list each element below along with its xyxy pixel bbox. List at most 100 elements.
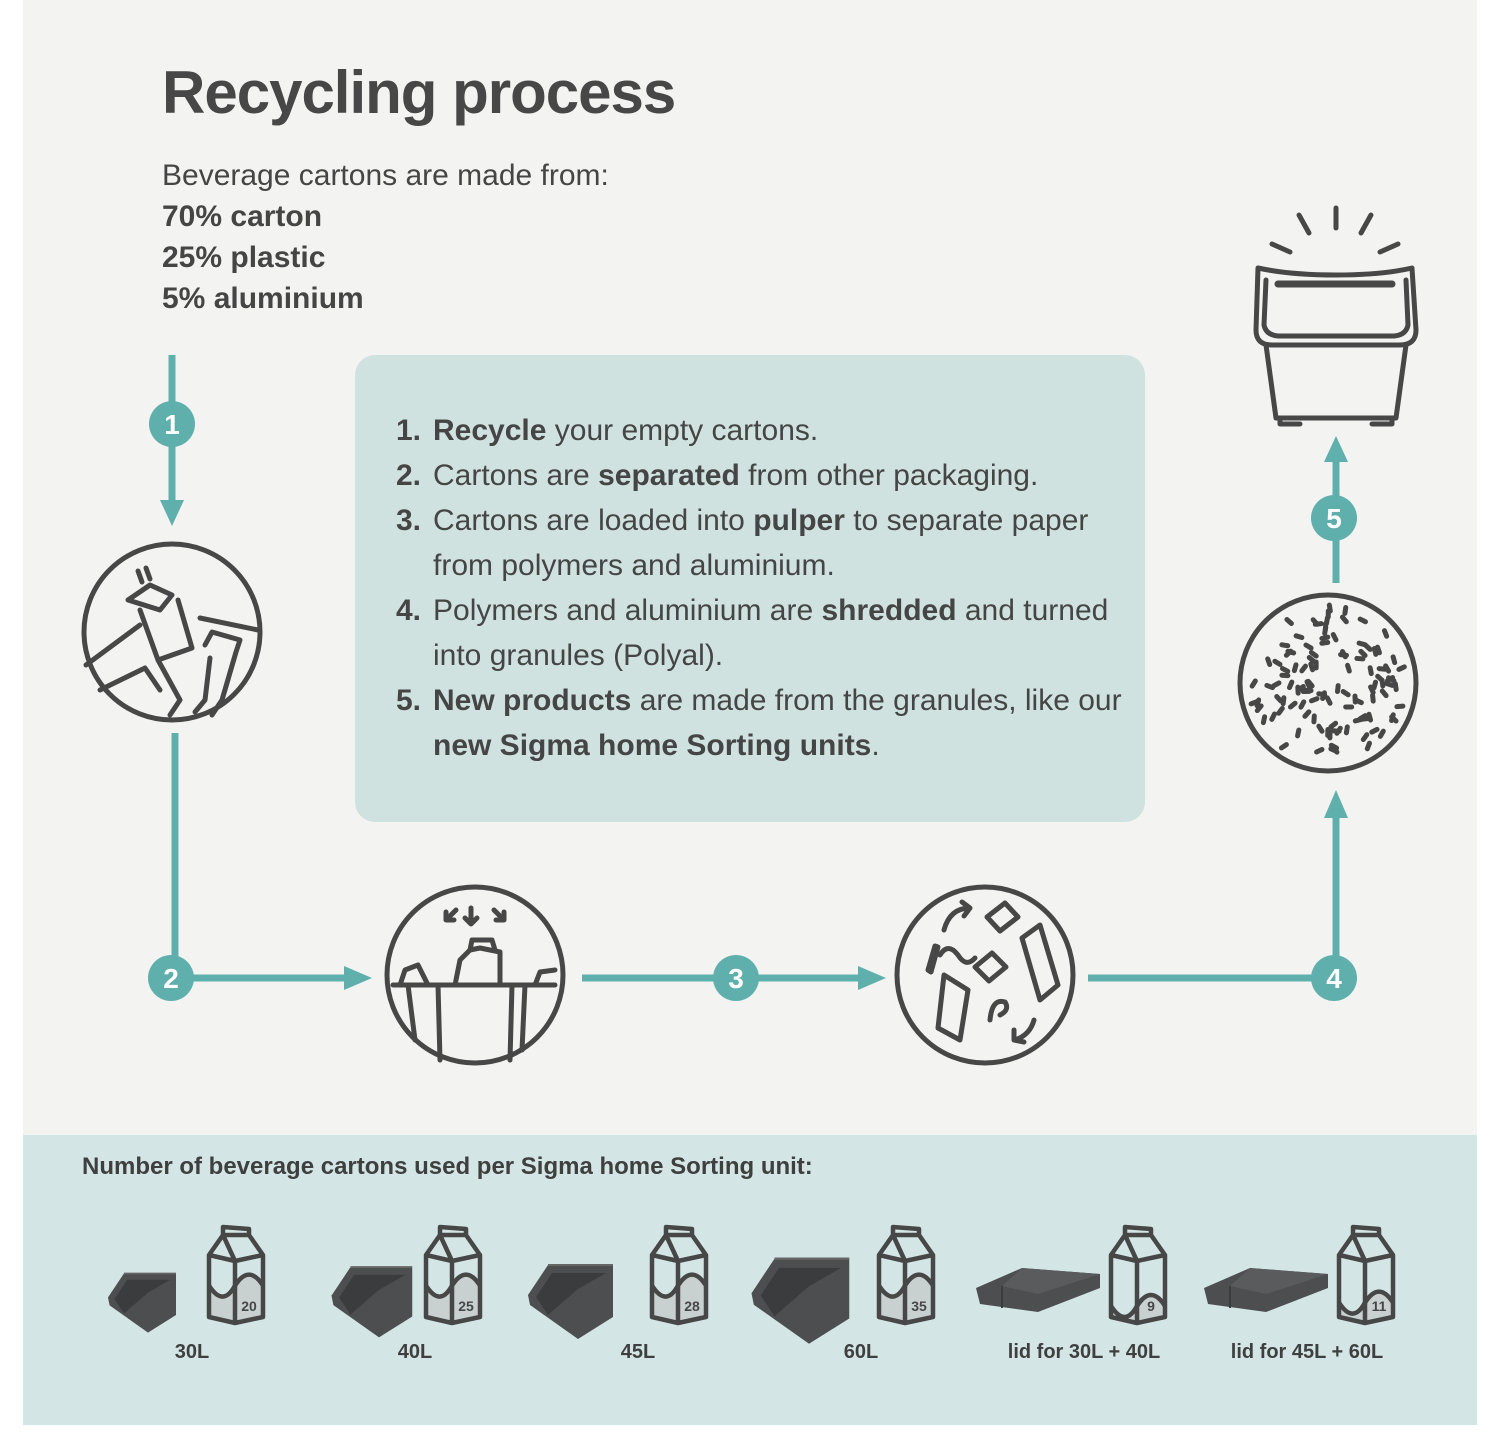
carton-count-icon: 20 [206,1224,266,1326]
arrowhead-up-icon [1324,436,1348,462]
product-graphic: 35 [751,1224,936,1344]
step-text: Cartons are separated from other packagi… [433,453,1038,498]
step-emphasis: pulper [753,504,845,537]
step-text-part: your empty cartons. [546,414,819,447]
step-marker-3: 3 [713,955,759,1001]
granule [1280,695,1287,707]
carton-count-icon: 9 [1108,1224,1168,1326]
carton-count-icon: 11 [1336,1224,1396,1326]
product-graphic: 25 [331,1224,483,1338]
granule [1278,742,1289,751]
page-title: Recycling process [162,59,676,126]
lid-icon [976,1268,1100,1312]
granule [1386,675,1397,684]
granule [1360,732,1370,743]
granule [1287,700,1298,710]
granule [1299,663,1308,674]
granule [1274,694,1284,704]
granule [1371,646,1379,657]
step-markers: 1 2 3 4 5 [148,401,1357,1001]
step-item: 5. New products are made from the granule… [396,678,1136,768]
granule [1308,650,1319,659]
carton-count-icon: 35 [876,1224,936,1326]
granule [1303,642,1314,651]
arrowhead-down-icon [160,500,184,526]
product-label: lid for 30L + 40L [1007,1341,1161,1363]
step-marker-1: 1 [149,401,195,447]
arrowhead-right-icon [858,966,886,990]
granule [1302,709,1312,719]
granule [1381,628,1390,639]
steps-box [355,355,1145,822]
granule [1366,711,1374,723]
step-text-part: are made from the granules, like our [631,684,1122,717]
granule [1367,665,1374,677]
granule [1322,620,1329,632]
granule [1271,680,1282,689]
step-text: Polymers and aluminium are shredded and … [433,588,1136,678]
granule [1352,717,1364,724]
step-item: 2. Cartons are separated from other packa… [396,453,1136,498]
granule [1264,682,1275,691]
step-text: New products are made from the granules,… [433,678,1136,768]
product-graphic: 28 [528,1224,709,1339]
product-label: 40L [397,1341,433,1363]
granule [1316,723,1325,734]
granule [1377,728,1386,739]
step-emphasis: shredded [821,594,957,627]
step-number: 5. [396,684,422,717]
carton-count: 25 [458,1298,474,1314]
product-graphic: 11 [1204,1224,1396,1326]
step-emphasis: New products [433,684,632,717]
granule [1383,663,1392,674]
step-marker-2: 2 [148,955,194,1001]
sorting-unit-icon [1253,205,1419,427]
step-text-part: . [871,729,880,762]
carton-bin-icon [81,541,263,723]
granule [1269,711,1278,722]
granule [1308,661,1316,673]
step-text: Cartons are loaded into pulper to separa… [433,498,1136,588]
step-text-part: Polymers and aluminium are [433,594,822,627]
step-marker-label: 3 [728,963,744,994]
step-number: 4. [396,594,422,627]
bottom-title: Number of beverage cartons used per Sigm… [82,1153,813,1180]
granule [1394,703,1406,710]
granule [1319,639,1331,646]
step-item: 3.Cartons are loaded into pulper to sepa… [396,498,1136,588]
materials-intro: Beverage cartons are made from: 70% cart… [162,155,609,319]
granule [1384,681,1395,688]
granule [1272,658,1283,667]
step-marker-label: 2 [163,963,179,994]
product-item: 20 [100,1215,320,1375]
granule [1279,642,1291,649]
granule [1286,679,1295,691]
step-marker-label: 5 [1326,503,1342,534]
collection-icon [384,884,566,1066]
step-emphasis: Recycle [433,414,547,447]
material-carton: 70% carton [162,200,323,233]
granule [1379,688,1389,699]
carton-count: 20 [241,1298,257,1314]
granule [1328,720,1339,730]
step-text-part: from other packaging. [739,459,1039,492]
granule [1331,744,1340,755]
product-label: 45L [620,1341,656,1363]
granule [1260,714,1268,726]
granule [1279,666,1291,674]
granule [1342,604,1349,616]
granule [1308,696,1320,704]
granule [1371,679,1379,691]
step-text-part: to separate paper from polymers and alum… [433,504,1089,582]
granule [1364,740,1372,752]
granule [1375,644,1382,656]
steps-list: 1.Recycle your empty cartons.2.Cartons a… [396,408,1136,768]
step-number: 2. [396,459,422,492]
granule [1326,602,1333,614]
granule [1248,699,1260,707]
step-text-part: Cartons are loaded into [433,504,754,537]
granule [1319,634,1331,641]
flow-arrowheads [160,436,1348,990]
granule [1357,616,1368,625]
granule [1369,726,1380,735]
